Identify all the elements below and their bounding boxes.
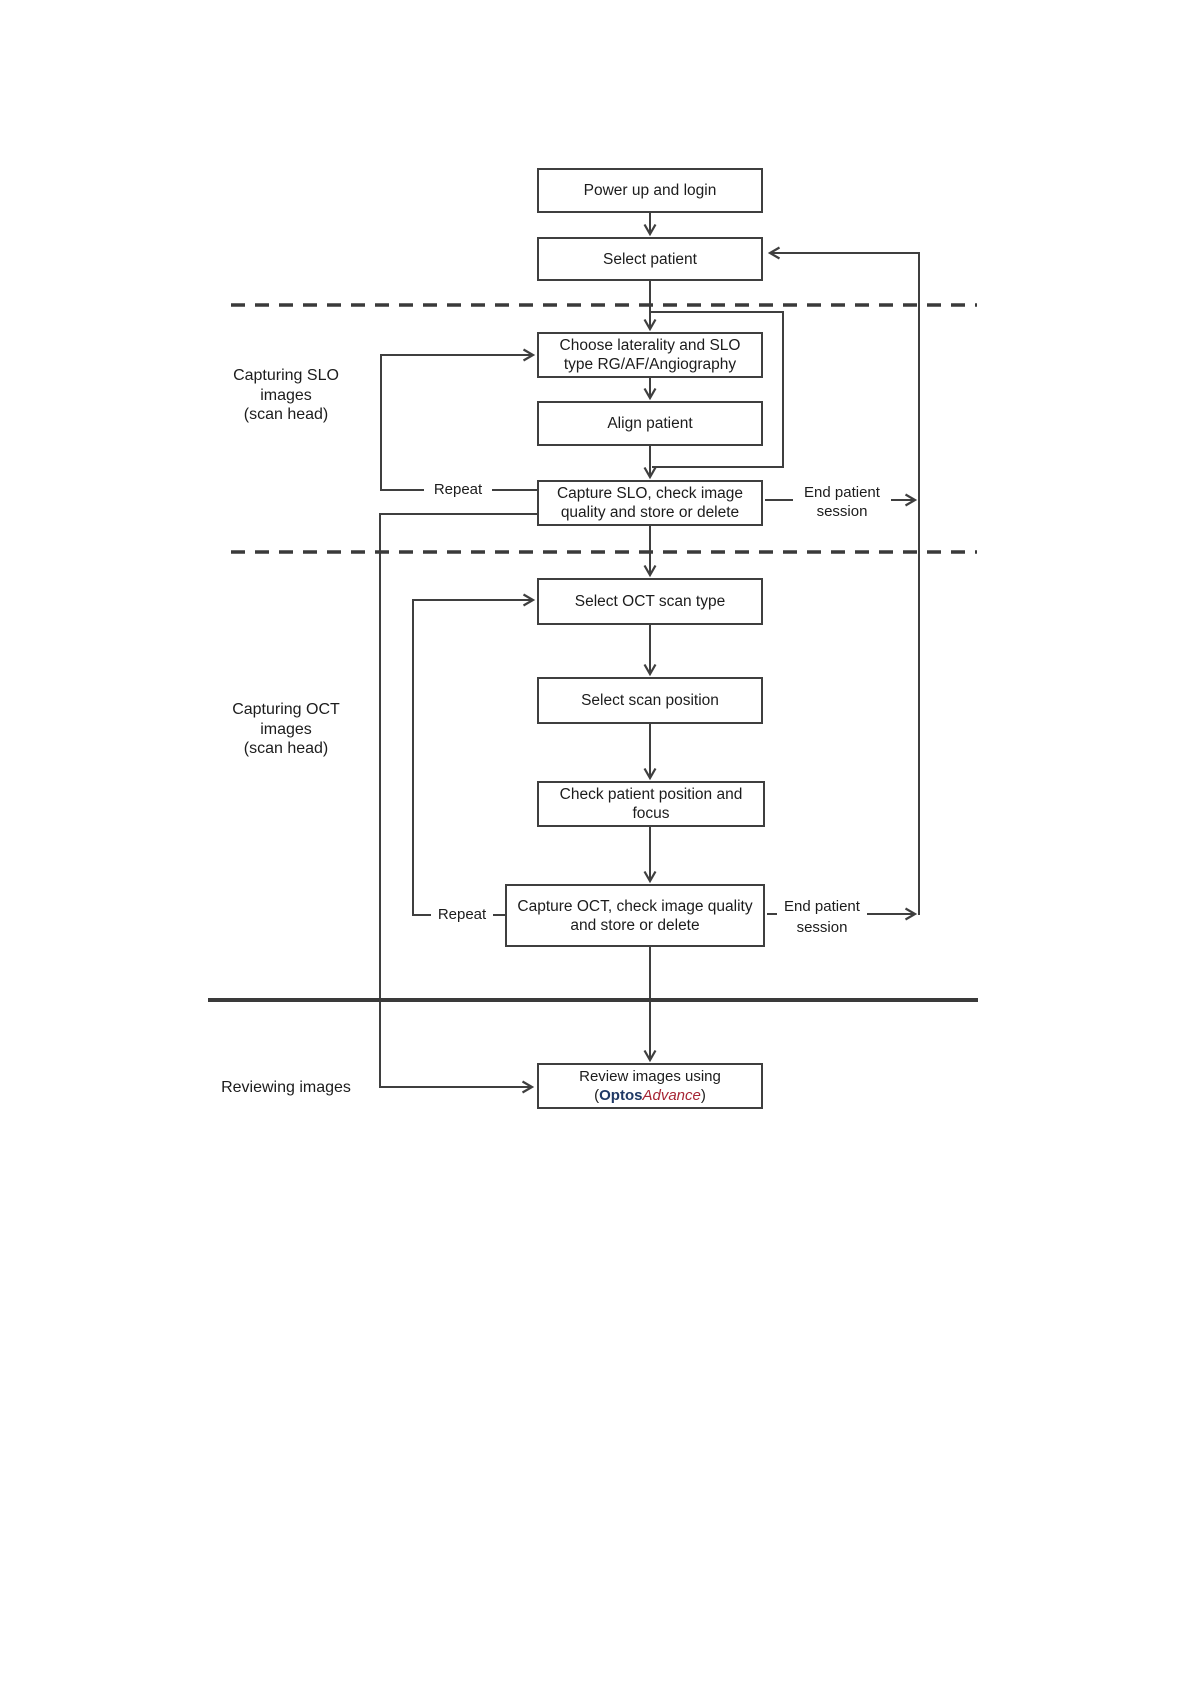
repeat-label-slo: Repeat xyxy=(424,481,492,499)
end-session-line: End patient xyxy=(784,898,860,915)
repeat-label-oct: Repeat xyxy=(431,906,493,924)
section-label-line: (scan head) xyxy=(243,406,329,423)
node-select-oct-scan-type: Select OCT scan type xyxy=(537,578,763,625)
node-select-scan-position: Select scan position xyxy=(537,677,763,724)
node-label-line: Choose laterality and SLO xyxy=(559,337,741,354)
section-label-line: images xyxy=(260,720,312,738)
node-label: Power up and login xyxy=(583,182,717,199)
node-label: Select OCT scan type xyxy=(574,593,726,610)
node-label: Select scan position xyxy=(581,692,719,709)
end-session-line: End patient xyxy=(804,484,880,501)
arrow-endsession-return-to-select xyxy=(767,246,920,915)
paren-close: ) xyxy=(700,1087,706,1104)
node-power-up-login: Power up and login xyxy=(537,168,763,213)
node-label-brand-line: (OptosAdvance) xyxy=(594,1086,706,1105)
node-label: Align patient xyxy=(607,415,693,432)
line-bypass-right-of-slo-boxes xyxy=(650,311,784,468)
node-choose-laterality: Choose laterality and SLO type RG/AF/Ang… xyxy=(537,332,763,378)
node-label-line: Review images using xyxy=(579,1068,721,1085)
arrow-repeat-oct-loop xyxy=(412,593,536,916)
section-label-line: Capturing SLO xyxy=(233,367,339,384)
end-session-line: session xyxy=(816,503,868,520)
node-label-line: and store or delete xyxy=(570,916,700,934)
section-label-line: images xyxy=(260,386,312,404)
arrow-captureslo-to-review xyxy=(379,513,537,1094)
node-label-line: quality and store or delete xyxy=(560,504,740,521)
node-capture-oct: Capture OCT, check image quality and sto… xyxy=(505,884,765,947)
section-label-line: Capturing OCT xyxy=(232,701,340,718)
section-label-capturing-slo: Capturing SLO images (scan head) xyxy=(206,366,366,425)
end-session-line: session xyxy=(796,919,848,936)
node-select-patient: Select patient xyxy=(537,237,763,281)
section-label-capturing-oct: Capturing OCT images (scan head) xyxy=(206,700,366,759)
node-label-line: focus xyxy=(632,805,670,822)
node-check-patient-position: Check patient position and focus xyxy=(537,781,765,827)
node-label-line: Capture OCT, check image quality xyxy=(517,897,753,915)
node-label: Select patient xyxy=(603,250,697,268)
brand-advance: Advance xyxy=(642,1087,701,1104)
section-label-line: Reviewing images xyxy=(221,1079,351,1096)
arrow-repeat-slo-loop xyxy=(380,348,536,491)
node-label-line: Check patient position and xyxy=(559,786,743,803)
end-session-label-oct: End patient session xyxy=(777,896,867,938)
node-label-line: type RG/AF/Angiography xyxy=(563,356,737,373)
node-capture-slo: Capture SLO, check image quality and sto… xyxy=(537,480,763,526)
section-label-reviewing-images: Reviewing images xyxy=(216,1078,356,1098)
node-review-images: Review images using (OptosAdvance) xyxy=(537,1063,763,1109)
end-session-label-slo: End patient session xyxy=(793,483,891,521)
section-label-line: (scan head) xyxy=(243,740,329,757)
paren-open: ( xyxy=(594,1087,600,1104)
brand-optos: Optos xyxy=(599,1087,643,1104)
node-align-patient: Align patient xyxy=(537,401,763,446)
node-label-line: Capture SLO, check image xyxy=(556,485,744,502)
